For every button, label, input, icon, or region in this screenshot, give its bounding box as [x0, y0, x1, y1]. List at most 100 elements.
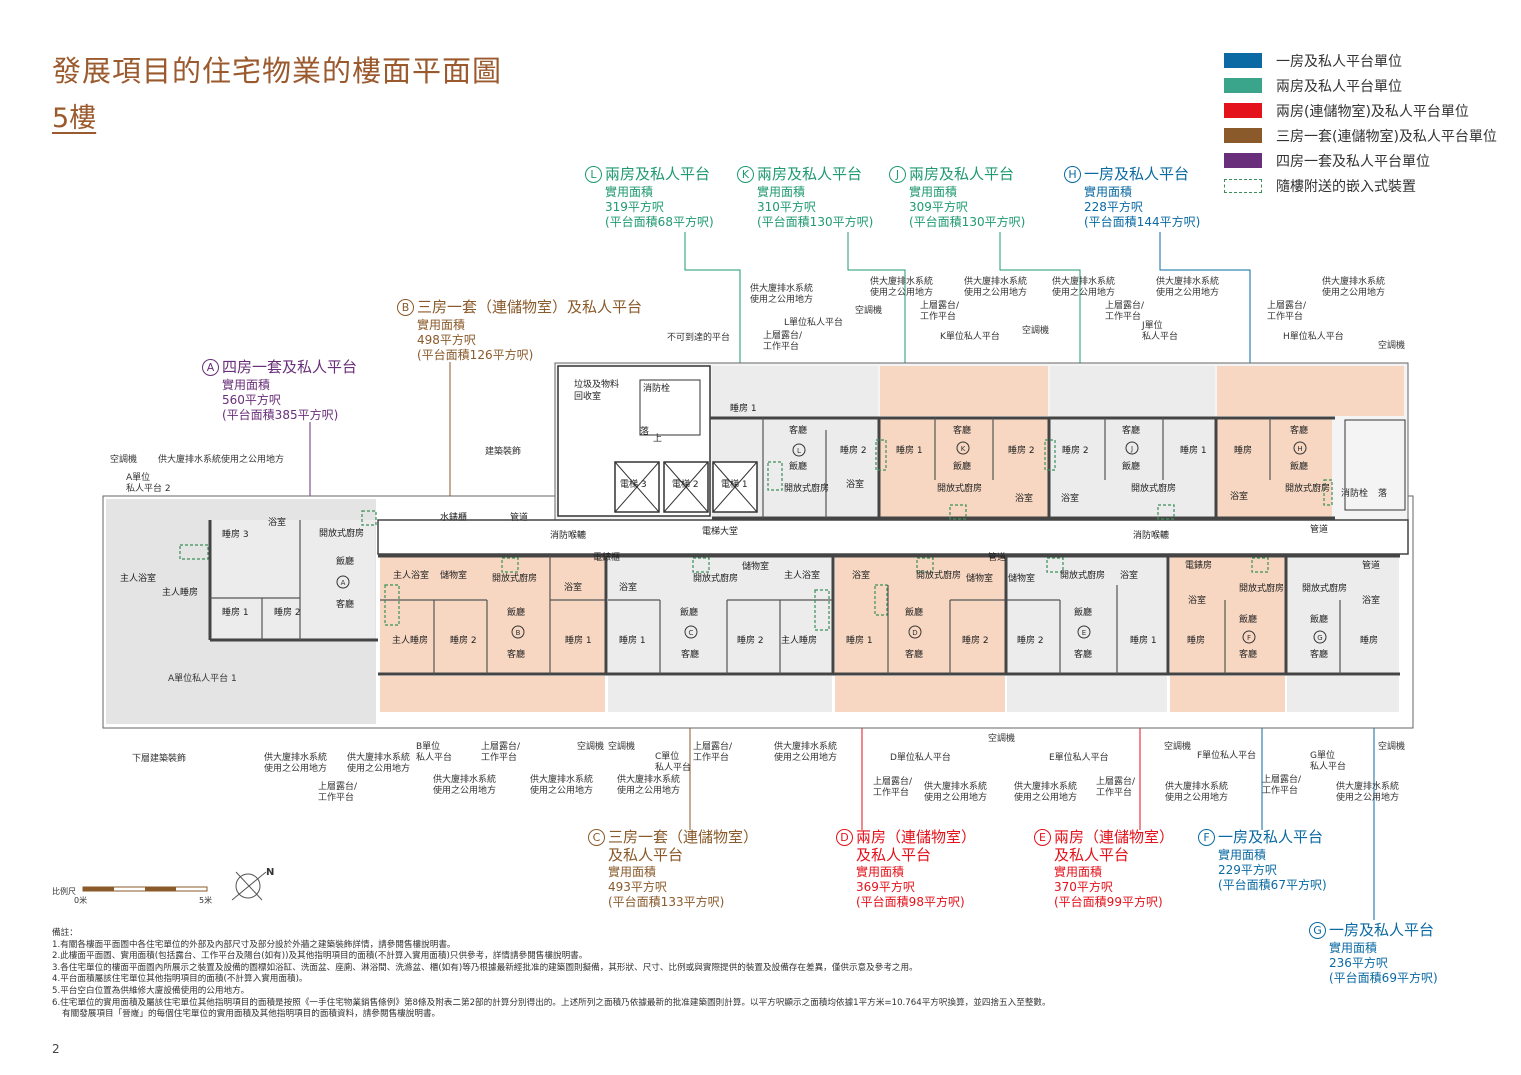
- unit-h-platform: [1217, 366, 1404, 416]
- room-label: 飯廳: [1074, 608, 1093, 618]
- legend-label: 兩房及私人平台單位: [1276, 78, 1402, 95]
- room-label: 主人浴室: [393, 571, 430, 581]
- unit-title-line2: 及私人平台: [1054, 846, 1130, 864]
- a-platform1-label: A單位私人平台 1: [168, 674, 237, 684]
- legend-swatch: [1224, 153, 1262, 168]
- unit-area: 229平方呎: [1218, 863, 1277, 877]
- legend-swatch-dashed: [1224, 178, 1262, 193]
- drain-area-label: 使用之公用地方: [617, 786, 681, 796]
- unit-g-rooms: [1287, 556, 1399, 674]
- scale-label: 比例尺: [52, 887, 76, 896]
- note-line: 4.平台面積屬該住宅單位其他指明項目的面積(不計算入實用面積)。: [52, 974, 308, 985]
- fire-hydrant-label: 消防栓: [1341, 489, 1369, 499]
- scale-zero: 0米: [74, 896, 88, 905]
- drain-area-label: 供大廈排水系統: [774, 742, 838, 752]
- room-label: 飯廳: [905, 608, 924, 618]
- drain-area-label: 使用之公用地方: [1336, 793, 1400, 803]
- pipe-duct-label: 管道: [510, 513, 529, 523]
- unit-a-rooms: [210, 520, 375, 638]
- upper-roof-label: 工作平台: [873, 788, 910, 798]
- upper-roof-label: 上層露台/: [693, 742, 733, 752]
- legend-label: 三房一套(連儲物室)及私人平台單位: [1276, 128, 1497, 145]
- g-platform-label: 私人平台: [1310, 762, 1347, 772]
- note-line: 有關發展項目「晉嶐」的每個住宅單位的實用面積及其他指明項目的面積資料，請參閱售樓…: [62, 1009, 441, 1020]
- room-label: 客廳: [507, 650, 526, 660]
- fire-hose-label: 消防喉轆: [1133, 531, 1170, 541]
- room-label: 睡房 2: [1062, 446, 1089, 456]
- unit-balcony: (平台面積126平方呎): [417, 348, 534, 362]
- room-label: 客廳: [1074, 650, 1093, 660]
- pipe-duct-label: 管道: [1362, 561, 1381, 571]
- refuse-room-label: 垃圾及物料: [574, 380, 620, 390]
- room-label: 睡房 1: [565, 636, 592, 646]
- unit-balcony: (平台面積98平方呎): [856, 895, 965, 909]
- unit-marker-j: J: [1130, 445, 1133, 453]
- unit-d-rooms: [835, 556, 1005, 674]
- drain-area-label: 供大廈排水系統: [264, 753, 328, 763]
- unit-balcony: (平台面積67平方呎): [1218, 878, 1327, 892]
- g-platform-label: G單位: [1310, 751, 1335, 761]
- pipe-duct-label: 管道: [1310, 525, 1329, 535]
- aircon-label: 空調機: [577, 742, 605, 752]
- room-label: 睡房 1: [619, 636, 646, 646]
- room-label: 客廳: [1239, 650, 1258, 660]
- unit-title: 四房一套及私人平台: [222, 358, 358, 376]
- drain-area-label: 供大廈排水系統: [750, 284, 814, 294]
- room-label: 客廳: [681, 650, 700, 660]
- e-platform-label: E單位私人平台: [1049, 753, 1109, 763]
- unit-d-platform: [835, 676, 1005, 712]
- legend-item-3br: 三房一套(連儲物室)及私人平台單位: [1224, 123, 1497, 148]
- compass-north-label: N: [266, 867, 275, 878]
- drain-area-label: 供大廈排水系統: [530, 775, 594, 785]
- legend-label: 一房及私人平台單位: [1276, 53, 1402, 70]
- unit-b-rooms: [380, 556, 605, 674]
- legend-item-1br: 一房及私人平台單位: [1224, 48, 1497, 73]
- unit-title: 一房及私人平台: [1084, 165, 1190, 183]
- drain-area-label: 使用之公用地方: [1052, 288, 1116, 298]
- upper-roof-label: 工作平台: [920, 312, 957, 322]
- room-label: 飯廳: [1239, 615, 1258, 625]
- upper-roof-label: 工作平台: [481, 753, 518, 763]
- room-label: 開放式廚房: [1131, 484, 1177, 494]
- drain-area-label: 使用之公用地方: [1165, 793, 1229, 803]
- unit-area-label: 實用面積: [1084, 185, 1133, 199]
- notes-heading: 備註：: [52, 928, 78, 938]
- room-label: 客廳: [1122, 426, 1141, 436]
- c-platform-label: 私人平台: [655, 763, 692, 773]
- leader-line-h: [1159, 232, 1251, 390]
- unit-f-platform: [1170, 676, 1285, 712]
- room-label: 儲物室: [1008, 574, 1036, 584]
- room-label: 客廳: [789, 426, 808, 436]
- room-label: 睡房 2: [1008, 446, 1035, 456]
- a-platform2-label: 私人平台 2: [126, 484, 171, 494]
- page-number: 2: [52, 1042, 60, 1056]
- room-label: 睡房 1: [1130, 636, 1157, 646]
- room-label: 開放式廚房: [784, 484, 830, 494]
- unit-h-rooms: [1217, 418, 1332, 518]
- room-label: 開放式廚房: [1239, 584, 1285, 594]
- upper-roof-label: 工作平台: [693, 753, 730, 763]
- unit-e-platform: [1007, 676, 1167, 712]
- fire-hydrant-label: 消防栓: [643, 384, 671, 394]
- drain-area-label: 供大廈排水系統: [1336, 782, 1400, 792]
- unit-marker-f: F: [1247, 634, 1251, 642]
- room-label: 睡房 1: [1180, 446, 1207, 456]
- room-label: 開放式廚房: [319, 529, 365, 539]
- room-label: 客廳: [1310, 650, 1329, 660]
- k-platform-label: K單位私人平台: [940, 332, 1000, 342]
- room-label: 浴室: [846, 480, 865, 490]
- upper-roof-label: 上層露台/: [481, 742, 521, 752]
- a-platform2-label: A單位: [126, 473, 151, 483]
- upper-roof-label: 工作平台: [763, 342, 800, 352]
- room-label: 浴室: [1362, 596, 1381, 606]
- j-platform-label: J單位: [1142, 321, 1163, 331]
- unit-balcony: (平台面積133平方呎): [608, 895, 725, 909]
- unit-title: 兩房及私人平台: [757, 165, 863, 183]
- drain-area-label: 供大廈排水系統: [1052, 277, 1116, 287]
- unit-letter-badge: L: [585, 166, 602, 183]
- room-label: 主人睡房: [392, 636, 429, 646]
- arch-feature-label: 建築裝飾: [485, 447, 522, 457]
- unit-area: 560平方呎: [222, 393, 281, 407]
